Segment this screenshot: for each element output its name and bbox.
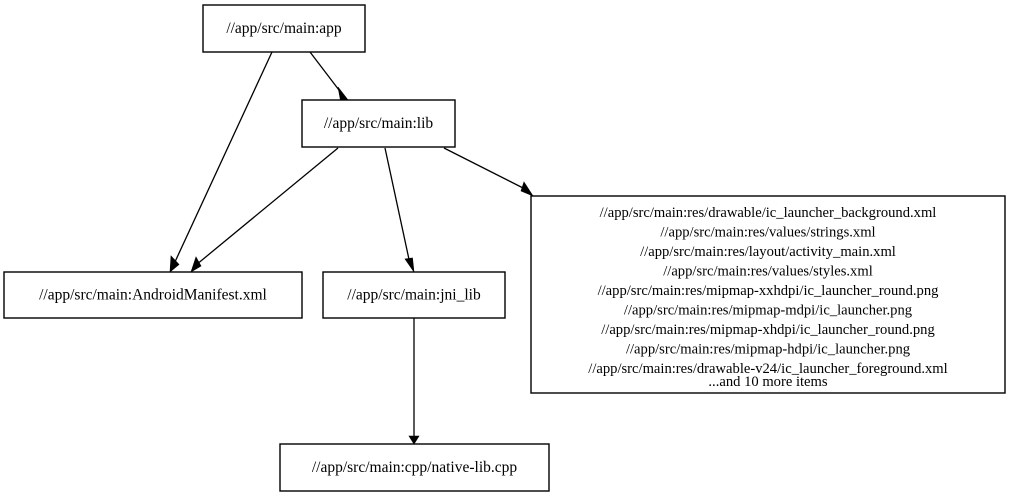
node-lib[interactable]: //app/src/main:lib — [301, 99, 456, 148]
edge-lib-to-jni-lib-arrowhead — [404, 257, 415, 273]
node-lib-label: //app/src/main:lib — [324, 115, 434, 132]
edge-app-to-manifest-line — [173, 51, 273, 265]
node-resources-line-4: //app/src/main:res/values/styles.xml — [663, 264, 873, 280]
node-android-manifest-label: //app/src/main:AndroidManifest.xml — [39, 287, 267, 304]
node-android-manifest-box[interactable] — [3, 271, 303, 319]
node-native-lib-box[interactable] — [279, 443, 550, 492]
node-resources-line-8: //app/src/main:res/mipmap-hdpi/ic_launch… — [626, 342, 911, 358]
node-resources-line-6: //app/src/main:res/mipmap-mdpi/ic_launch… — [624, 303, 913, 319]
node-app[interactable]: //app/src/main:app — [202, 4, 366, 53]
node-android-manifest[interactable]: //app/src/main:AndroidManifest.xml — [3, 271, 303, 319]
edge-app-to-manifest — [169, 51, 273, 273]
edge-lib-to-manifest-line — [195, 147, 339, 266]
edge-lib-to-jni-lib-line — [384, 147, 411, 265]
node-native-lib-label: //app/src/main:cpp/native-lib.cpp — [312, 459, 518, 476]
edge-lib-to-resources — [443, 147, 534, 197]
edge-app-to-lib — [309, 51, 349, 101]
edge-app-to-lib-line — [309, 51, 343, 95]
node-resources-line-3: //app/src/main:res/layout/activity_main.… — [640, 244, 896, 260]
node-resources[interactable]: //app/src/main:res/drawable/ic_launcher_… — [530, 195, 1006, 394]
edge-lib-to-jni-lib — [384, 147, 415, 273]
edge-lib-to-resources-arrowhead — [520, 181, 534, 197]
node-native-lib[interactable]: //app/src/main:cpp/native-lib.cpp — [279, 443, 550, 492]
edge-lib-to-manifest — [190, 147, 339, 273]
edge-jni-lib-to-native-lib-arrowhead — [408, 435, 420, 445]
node-resources-line-7: //app/src/main:res/mipmap-xhdpi/ic_launc… — [601, 322, 935, 338]
edge-layer — [169, 51, 534, 445]
node-resources-line-1: //app/src/main:res/drawable/ic_launcher_… — [600, 205, 937, 221]
edge-app-to-lib-arrowhead — [337, 86, 349, 101]
edge-app-to-manifest-arrowhead — [169, 255, 180, 273]
node-layer: //app/src/main:app //app/src/main:lib //… — [3, 4, 1006, 492]
node-jni-lib[interactable]: //app/src/main:jni_lib — [322, 271, 506, 319]
edge-jni-lib-to-native-lib — [408, 318, 420, 445]
node-jni-lib-box[interactable] — [322, 271, 506, 319]
node-app-label: //app/src/main:app — [226, 20, 342, 37]
node-lib-box[interactable] — [301, 99, 456, 148]
node-resources-line-9: //app/src/main:res/drawable-v24/ic_launc… — [588, 361, 947, 377]
node-resources-line-2: //app/src/main:res/values/strings.xml — [660, 225, 875, 241]
node-resources-line-5: //app/src/main:res/mipmap-xxhdpi/ic_laun… — [598, 283, 940, 299]
node-jni-lib-label: //app/src/main:jni_lib — [347, 287, 481, 304]
node-resources-box[interactable] — [530, 195, 1006, 394]
node-resources-line-10: ...and 10 more items — [708, 374, 827, 390]
edge-lib-to-manifest-arrowhead — [190, 256, 202, 273]
edge-lib-to-resources-line — [443, 147, 528, 191]
node-app-box[interactable] — [202, 4, 366, 53]
